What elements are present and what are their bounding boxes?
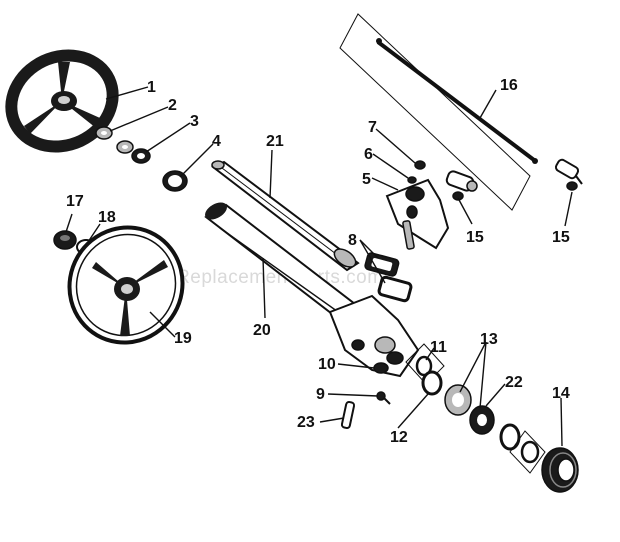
callout-19: 19 — [174, 330, 192, 347]
callout-1: 1 — [147, 79, 156, 96]
callout-13: 13 — [480, 331, 498, 348]
nut-part-2 — [95, 126, 113, 140]
callout-8: 8 — [348, 232, 357, 249]
leader-lines — [65, 86, 573, 447]
bolt-part-9 — [376, 391, 391, 405]
callout-12: 12 — [390, 429, 408, 446]
ring-part-12 — [421, 370, 443, 396]
washer-part-22 — [499, 423, 546, 474]
callout-labels: 1 2 3 4 5 6 7 8 9 10 11 12 13 14 15 15 1… — [66, 77, 570, 446]
horn-cap-17 — [53, 230, 77, 250]
callout-5: 5 — [362, 171, 371, 188]
gasket-part-8 — [364, 252, 413, 303]
callout-18: 18 — [98, 209, 116, 226]
callout-3: 3 — [190, 113, 199, 130]
steering-column-20 — [204, 202, 420, 378]
callout-15-left: 15 — [466, 229, 484, 246]
cap-part-3b — [131, 148, 151, 164]
washer-part-3 — [116, 140, 134, 154]
steering-wheel-1 — [5, 49, 119, 153]
worm-gear-14 — [541, 447, 579, 493]
callout-21: 21 — [266, 133, 284, 150]
tie-rod-end-15-left — [445, 170, 478, 201]
callout-23: 23 — [297, 414, 315, 431]
callout-20: 20 — [253, 322, 271, 339]
tie-rod-end-15-right — [554, 158, 583, 191]
callout-7: 7 — [368, 119, 377, 136]
pin-part-23 — [340, 401, 356, 429]
callout-17: 17 — [66, 193, 84, 210]
callout-16: 16 — [500, 77, 518, 94]
callout-14: 14 — [552, 385, 570, 402]
bearing-part-13 — [444, 384, 495, 435]
callout-9: 9 — [316, 386, 325, 403]
callout-4: 4 — [212, 133, 221, 150]
steering-shaft-21 — [211, 160, 360, 272]
callout-10: 10 — [318, 356, 336, 373]
rod-assembly-16 — [339, 13, 538, 211]
steering-wheel-19 — [67, 225, 185, 345]
pitman-arm-bracket — [385, 160, 450, 250]
callout-22: 22 — [505, 374, 523, 391]
callout-15-right: 15 — [552, 229, 570, 246]
nut-part-10 — [373, 362, 389, 374]
callout-6: 6 — [364, 146, 373, 163]
callout-11: 11 — [430, 339, 447, 356]
callout-2: 2 — [168, 97, 177, 114]
